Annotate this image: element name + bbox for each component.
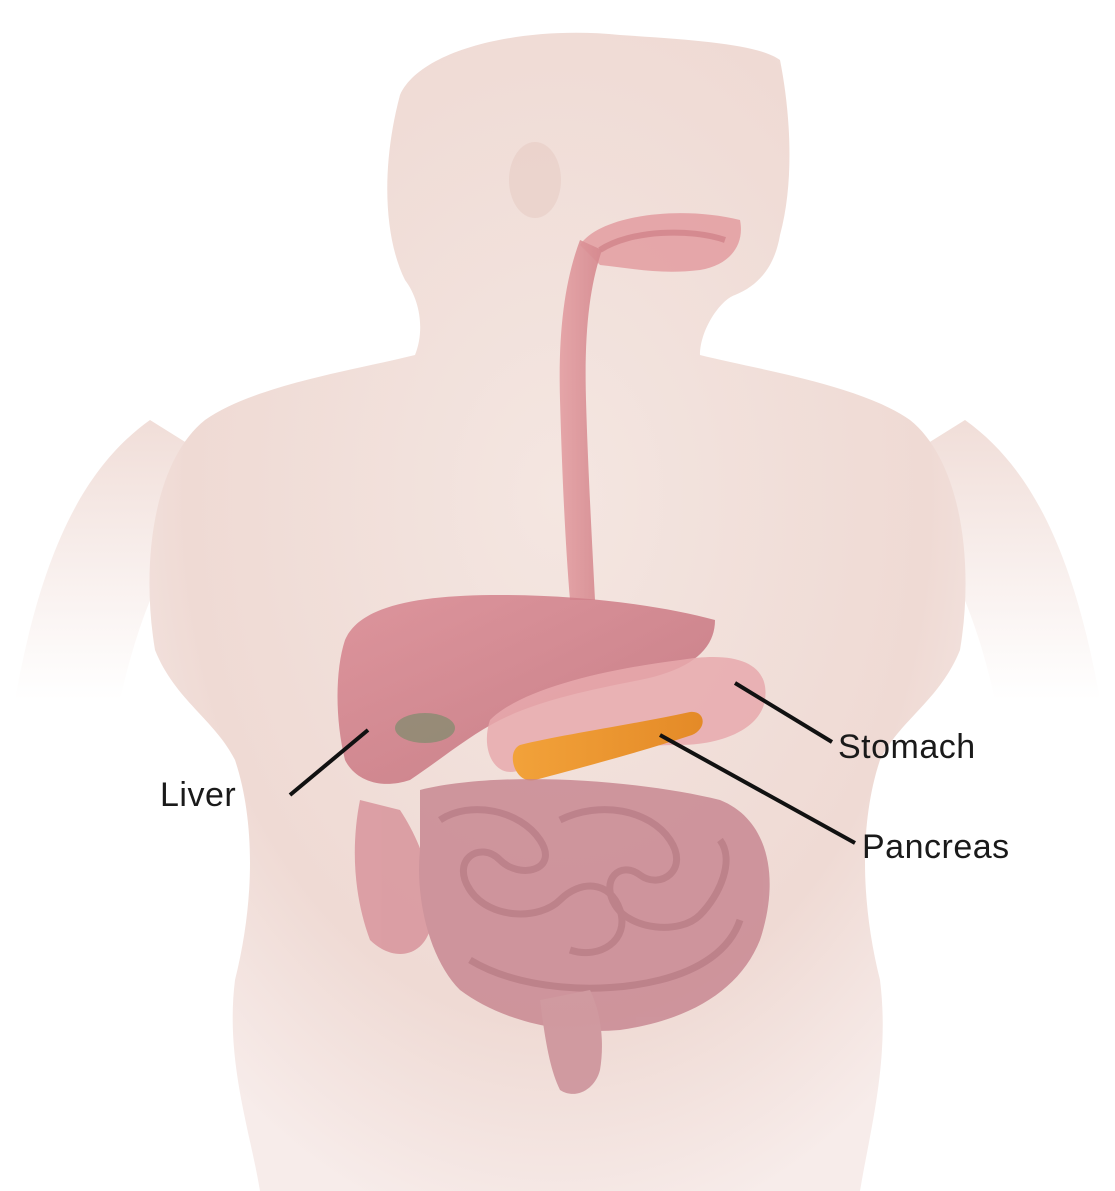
liver-label: Liver: [160, 776, 236, 815]
stomach-label: Stomach: [838, 728, 976, 767]
pancreas-label: Pancreas: [862, 828, 1010, 867]
ear: [509, 142, 561, 218]
gallbladder: [395, 713, 455, 743]
